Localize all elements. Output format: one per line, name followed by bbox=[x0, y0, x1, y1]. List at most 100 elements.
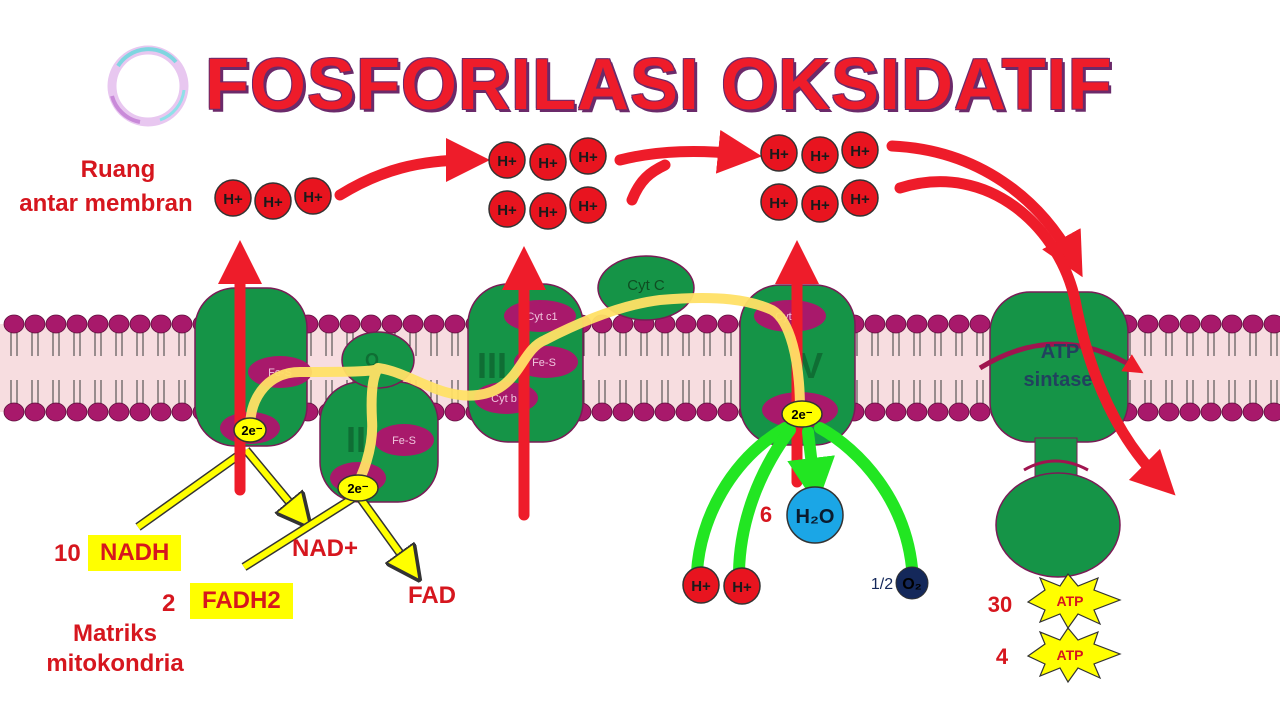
nad-output-line-fill bbox=[243, 448, 300, 515]
proton-circle bbox=[682, 566, 720, 604]
lipid-head bbox=[948, 314, 970, 334]
lipid-head bbox=[339, 314, 361, 334]
proton-label: H+ bbox=[263, 194, 283, 211]
lipid-head bbox=[1200, 314, 1222, 334]
atp-star-1-label: ATP bbox=[1057, 593, 1084, 609]
lipid-head bbox=[24, 314, 46, 334]
electron-markers: 2e⁻ 2e⁻ 2e⁻ bbox=[233, 400, 823, 502]
proton-label: H+ bbox=[578, 149, 598, 166]
water-molecule: H₂O 6 bbox=[760, 486, 844, 544]
proton-label: H+ bbox=[497, 153, 517, 170]
atp-count-1: 30 bbox=[988, 592, 1012, 617]
lipid-head bbox=[717, 314, 739, 334]
matrix-label-line1: Matriks bbox=[72, 620, 158, 647]
lipid-head bbox=[948, 402, 970, 422]
water-count: 6 bbox=[760, 502, 772, 527]
oxygen-label: O₂ bbox=[902, 576, 922, 593]
lipid-head bbox=[381, 314, 403, 334]
atp-synthase-membrane-part bbox=[989, 291, 1129, 443]
proton-label: H+ bbox=[850, 143, 870, 160]
lipid-head bbox=[444, 402, 466, 422]
lipid-head bbox=[87, 402, 109, 422]
electron-marker-complex-four bbox=[781, 400, 823, 428]
proton-pump-arrows bbox=[218, 129, 1176, 521]
lipid-head bbox=[129, 402, 151, 422]
lipid-head bbox=[696, 314, 718, 334]
green-arrow-to-water bbox=[787, 426, 835, 506]
proton-label: H+ bbox=[691, 578, 711, 595]
lipid-head bbox=[150, 314, 172, 334]
proton-circle bbox=[760, 183, 798, 221]
oxygen-half: 1/2 bbox=[871, 576, 893, 593]
proton-circle bbox=[529, 192, 567, 230]
lipid-head bbox=[696, 402, 718, 422]
lipid-head bbox=[402, 314, 424, 334]
atp-star-1 bbox=[1026, 572, 1122, 630]
complex-three-fes-label: Fe-S bbox=[532, 357, 556, 369]
lipid-head bbox=[129, 314, 151, 334]
proton-circle bbox=[841, 179, 879, 217]
fad-output-line-fill bbox=[355, 493, 410, 567]
proton-circle bbox=[294, 177, 332, 215]
lipid-head bbox=[1221, 402, 1243, 422]
lipid-head bbox=[1137, 314, 1159, 334]
proton-circle bbox=[488, 141, 526, 179]
fadh2-count: 2 bbox=[162, 590, 176, 617]
proton-ions: H+H+H+H+H+H+H+H+H+H+H+H+H+H+H+H+H+ bbox=[214, 131, 879, 605]
complex-two: II Fe-S bbox=[319, 381, 439, 503]
proton-circle bbox=[841, 131, 879, 169]
lipid-head bbox=[171, 402, 193, 422]
atp-star-2 bbox=[1026, 626, 1122, 684]
lipid-head bbox=[66, 314, 88, 334]
fadh2-box: FADH2 bbox=[190, 583, 293, 619]
nadh-count: 10 bbox=[54, 540, 81, 567]
lipid-head bbox=[1221, 314, 1243, 334]
lipid-head bbox=[1242, 402, 1264, 422]
lipid-head bbox=[423, 314, 445, 334]
proton-label: H+ bbox=[497, 202, 517, 219]
complex-two-fes bbox=[374, 424, 434, 456]
lipid-head bbox=[45, 314, 67, 334]
lipid-head bbox=[675, 402, 697, 422]
nadh-input-line-fill bbox=[136, 447, 248, 530]
proton-label: H+ bbox=[769, 195, 789, 212]
lipid-head bbox=[24, 402, 46, 422]
proton-circle bbox=[529, 143, 567, 181]
atp-synthase-label-1: ATP bbox=[1041, 341, 1080, 363]
proton-label: H+ bbox=[810, 197, 830, 214]
lipid-head bbox=[906, 314, 928, 334]
lipid-head bbox=[318, 314, 340, 334]
nadh-box: NADH bbox=[88, 535, 182, 571]
atp-synthase-label-2: sintase bbox=[1024, 369, 1093, 391]
proton-label: H+ bbox=[850, 191, 870, 208]
proton-label: H+ bbox=[810, 148, 830, 165]
lipid-head bbox=[3, 314, 25, 334]
lipid-head bbox=[927, 314, 949, 334]
intermembrane-label-line2: antar membran bbox=[19, 190, 193, 217]
electron-marker-complex-two bbox=[337, 474, 379, 502]
electron-marker-complex-one bbox=[233, 417, 267, 443]
proton-label: H+ bbox=[732, 579, 752, 596]
lipid-head bbox=[591, 402, 613, 422]
page-title: FOSFORILASI OKSIDATIF bbox=[205, 45, 1113, 125]
cytochrome-c-label: Cyt C bbox=[627, 277, 665, 294]
lipid-head bbox=[864, 314, 886, 334]
fad-label: FAD bbox=[408, 582, 456, 609]
lipid-head bbox=[1179, 402, 1201, 422]
lipid-head bbox=[66, 402, 88, 422]
lipid-head bbox=[171, 314, 193, 334]
lipid-head bbox=[108, 314, 130, 334]
proton-label: H+ bbox=[303, 189, 323, 206]
green-arrow-oxygen bbox=[814, 422, 918, 574]
proton-circle bbox=[488, 190, 526, 228]
lipid-head bbox=[969, 314, 991, 334]
ring-logo-icon bbox=[107, 45, 189, 127]
lipid-head bbox=[1137, 402, 1159, 422]
complex-two-roman: II bbox=[346, 419, 366, 460]
lipid-head bbox=[360, 314, 382, 334]
lipid-head bbox=[717, 402, 739, 422]
lipid-head bbox=[45, 402, 67, 422]
proton-flow-arrow-1 bbox=[334, 138, 490, 201]
